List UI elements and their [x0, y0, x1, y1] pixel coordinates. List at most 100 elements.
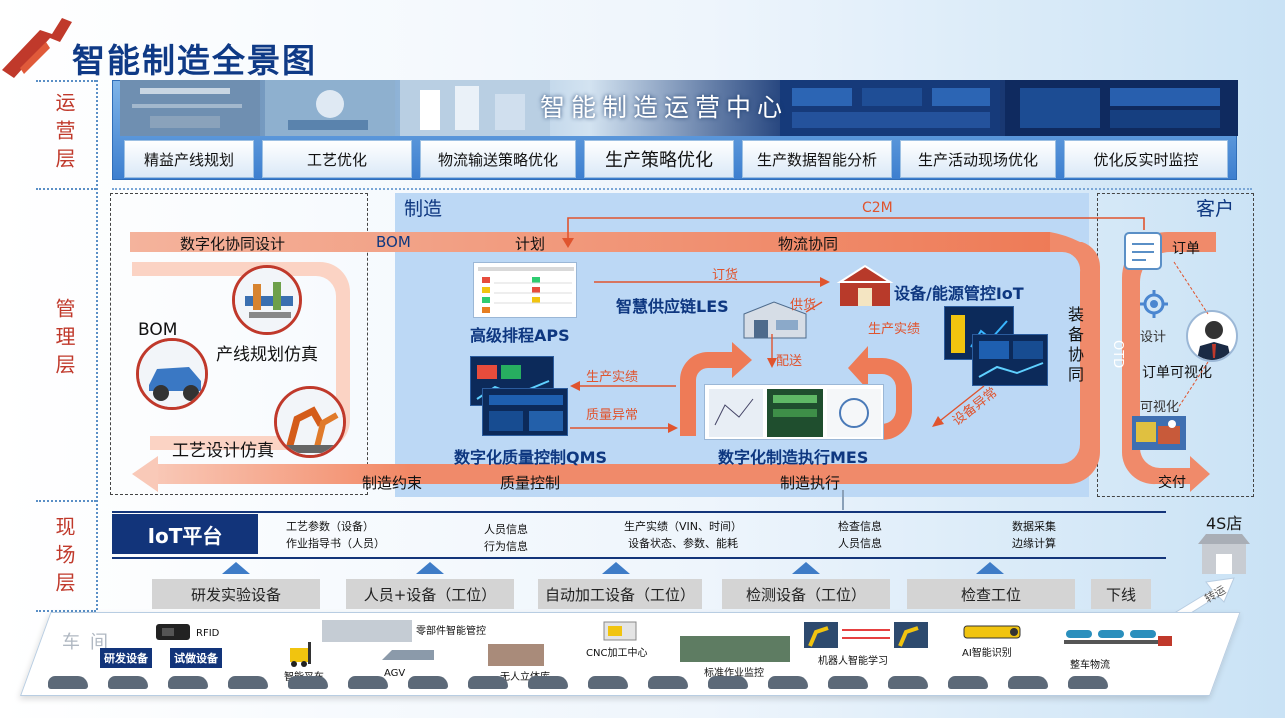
floor-label-ai-recognition: AI智能识别: [962, 648, 1012, 659]
info-text: 边缘计算: [1012, 537, 1056, 550]
car-icon: [948, 676, 988, 689]
device-inspection[interactable]: 检测设备（工位）: [722, 579, 890, 609]
info-text: 生产实绩（VIN、时间）: [624, 520, 742, 533]
brand-stroke-icon: [2, 18, 72, 78]
customer-title: 客户: [1196, 198, 1235, 220]
car-carrier-icon: [1064, 630, 1172, 646]
info-text: 作业指导书（人员）: [286, 537, 385, 550]
ops-item-data-analysis[interactable]: 生产数据智能分析: [742, 140, 892, 178]
ops-item-lean-line[interactable]: 精益产线规划: [124, 140, 254, 178]
device-person-station[interactable]: 人员+设备（工位）: [346, 579, 514, 609]
device-offline[interactable]: 下线: [1091, 579, 1151, 609]
car-icon: [468, 676, 508, 689]
system-iot[interactable]: 设备/能源管控IoT: [894, 284, 1024, 303]
iot-platform[interactable]: IoT平台: [112, 514, 258, 554]
info-group-1: 工艺参数（设备） 作业指导书（人员）: [286, 518, 446, 552]
car-icon: [828, 676, 868, 689]
up-triangle-icon: [792, 562, 820, 574]
standard-monitor-image: [680, 636, 790, 662]
ops-item-process-opt[interactable]: 工艺优化: [262, 140, 412, 178]
order-document-icon: [1124, 232, 1162, 270]
system-les[interactable]: 智慧供应链LES: [616, 297, 729, 316]
band-label-delivery: 交付: [1158, 475, 1186, 491]
customer-avatar: [1186, 310, 1238, 362]
customer-visual-label: 可视化: [1140, 400, 1180, 415]
car-icon: [888, 676, 928, 689]
customer-link-lines: [1173, 261, 1209, 409]
flow-delivery: 配送: [776, 354, 803, 369]
agv-icon: [382, 650, 434, 660]
device-check-station[interactable]: 检查工位: [907, 579, 1075, 609]
band-label-plan: 计划: [515, 235, 546, 253]
flow-order-goods: 订货: [712, 268, 739, 283]
design-label-bom: BOM: [138, 320, 178, 340]
iot-top-line: [112, 511, 1166, 513]
flow-supply: 供货: [790, 298, 817, 313]
manufacturing-title: 制造: [404, 198, 443, 220]
design-box: [110, 193, 368, 495]
store-icon: [1198, 534, 1250, 574]
floor-label-standard-monitor: 标准作业监控: [704, 668, 764, 679]
up-triangle-icon: [222, 562, 250, 574]
ops-item-realtime-monitor[interactable]: 优化反实时监控: [1064, 140, 1228, 178]
process-sim-image: [274, 386, 346, 458]
car-icon: [1008, 676, 1048, 689]
system-aps[interactable]: 高级排程APS: [470, 326, 570, 345]
forklift-icon: [290, 642, 311, 667]
section-divider: [112, 188, 1252, 190]
car-icon: [348, 676, 388, 689]
robot-arms-icon: [804, 622, 928, 648]
flow-bands: [130, 231, 1216, 493]
info-text: 人员信息: [484, 523, 528, 536]
line-planning-image: [232, 265, 302, 335]
car-icon: [1068, 676, 1108, 689]
car-row: [48, 676, 1158, 692]
car-icon: [648, 676, 688, 689]
system-mes[interactable]: 数字化制造执行MES: [718, 448, 869, 467]
floor-label-cnc: CNC加工中心: [586, 648, 648, 659]
equipment-anomaly-arrow: [932, 385, 985, 427]
floor-tag-trial: 试做设备: [170, 648, 222, 668]
design-label-process-sim: 工艺设计仿真: [172, 441, 274, 461]
device-auto-machining[interactable]: 自动加工设备（工位）: [538, 579, 702, 609]
warehouse-image: [488, 644, 544, 666]
band-label-logistics-collab: 物流协同: [778, 235, 839, 253]
info-group-5: 数据采集 边缘计算: [1012, 518, 1092, 552]
info-text: 工艺参数（设备）: [286, 520, 374, 533]
floor-label-vehicle-logistics: 整车物流: [1070, 660, 1110, 671]
parts-image: [322, 620, 412, 642]
floor-label-robot-learning: 机器人智能学习: [818, 656, 888, 667]
car-icon: [528, 676, 568, 689]
customer-order-visual-label: 订单可视化: [1142, 365, 1212, 381]
layer-label-ops: 运营层: [52, 92, 76, 176]
car-icon: [768, 676, 808, 689]
ai-camera-icon: [963, 625, 1021, 639]
layer-divider: [36, 500, 96, 502]
warehouse-icon: [743, 301, 807, 339]
ops-item-logistics-opt[interactable]: 物流输送策略优化: [420, 140, 576, 178]
band-label-mfg-execution: 制造执行: [780, 474, 841, 492]
system-qms[interactable]: 数字化质量控制QMS: [454, 448, 608, 467]
page-title: 智能制造全景图: [72, 41, 317, 80]
info-text: 设备状态、参数、能耗: [628, 537, 738, 550]
floor-tag-rd: 研发设备: [100, 648, 152, 668]
ops-item-production-strategy[interactable]: 生产策略优化: [584, 140, 734, 178]
ops-item-field-opt[interactable]: 生产活动现场优化: [900, 140, 1056, 178]
band-label-bom: BOM: [376, 233, 411, 251]
info-text: 数据采集: [1012, 520, 1056, 533]
layer-divider: [36, 188, 96, 190]
rfid-reader-icon: [156, 624, 190, 640]
quality-flow-arrows: [570, 381, 678, 433]
up-triangle-icon: [416, 562, 444, 574]
ops-banner-image: [120, 80, 1238, 136]
car-icon: [108, 676, 148, 689]
device-rd-lab[interactable]: 研发实验设备: [152, 579, 320, 609]
car-icon: [708, 676, 748, 689]
info-group-2: 人员信息 行为信息: [484, 521, 564, 555]
customer-order-label: 订单: [1172, 241, 1200, 257]
mes-loop-arrow: [680, 342, 912, 440]
cnc-machine-icon: [603, 621, 637, 641]
up-triangle-icon: [602, 562, 630, 574]
band-label-equipment-collab: 装备协同: [1065, 306, 1084, 386]
floor-label-rfid: RFID: [196, 628, 220, 639]
